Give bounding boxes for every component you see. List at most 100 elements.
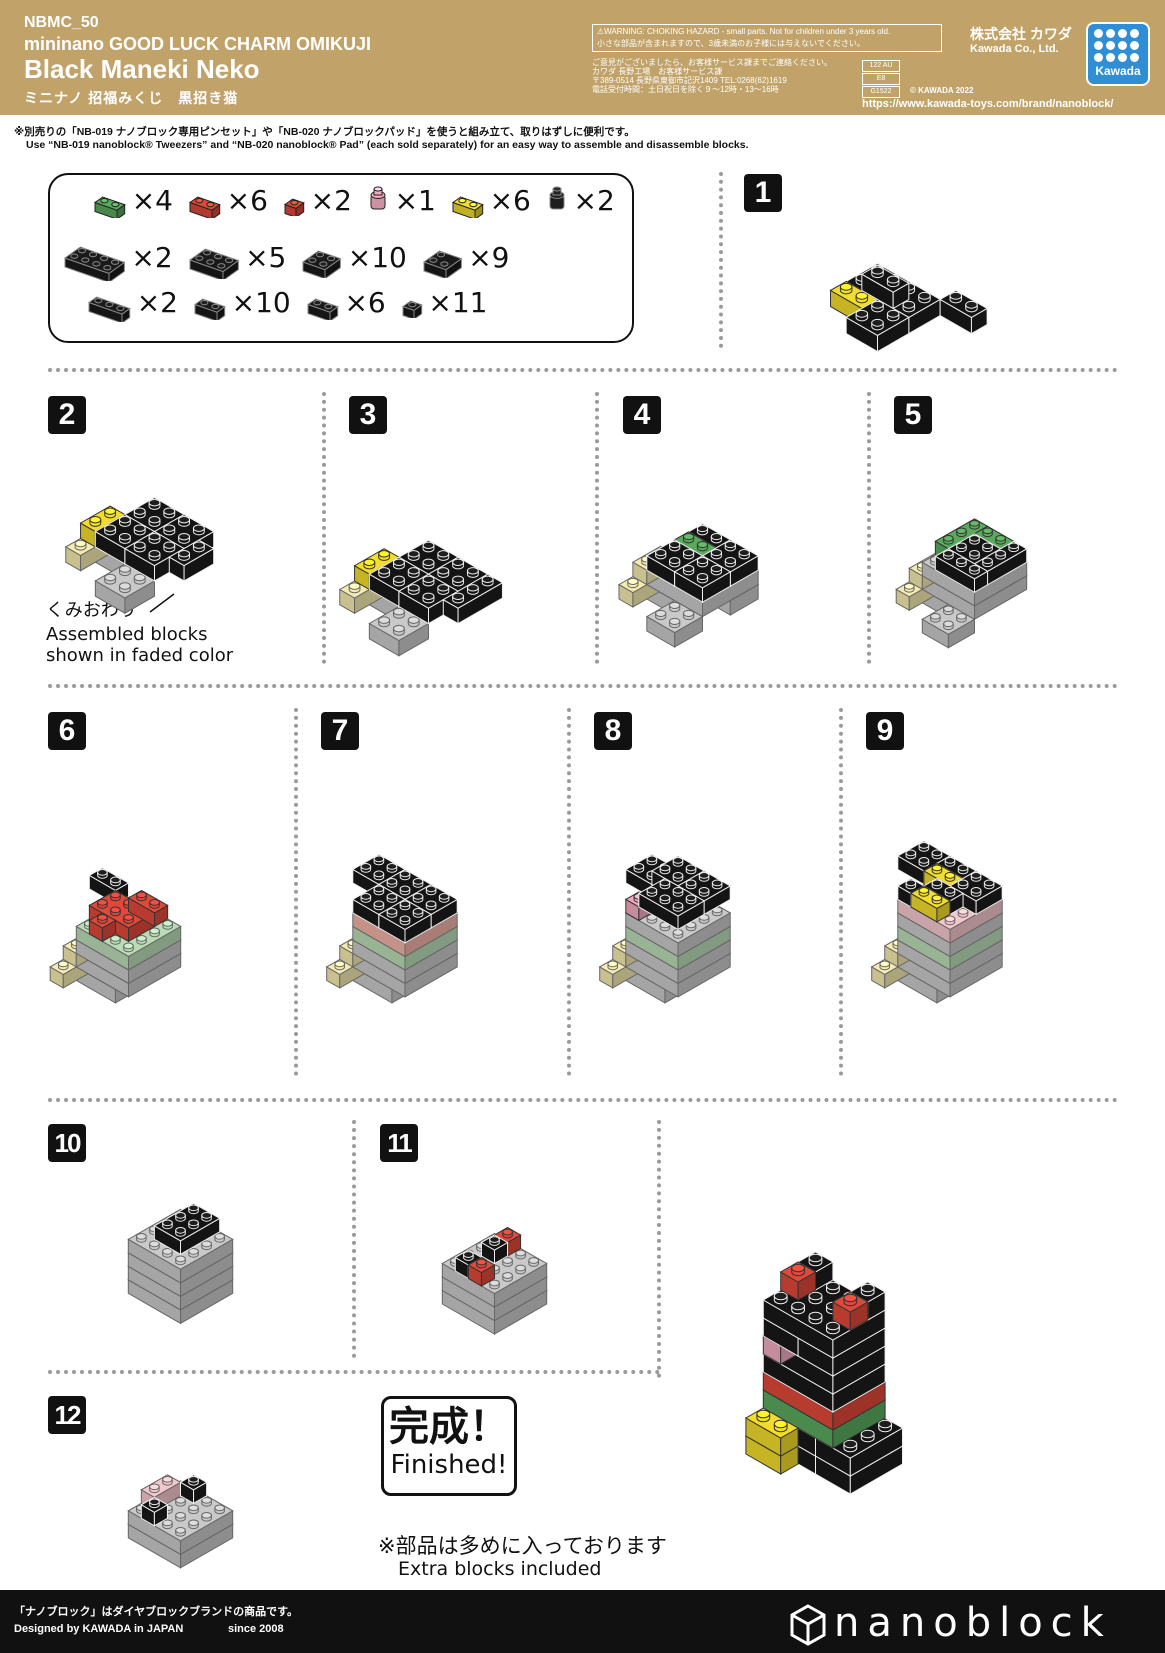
part-item: ×10: [192, 285, 291, 321]
product-title-jp: ミニナノ 招福みくじ 黒招き猫: [24, 90, 239, 106]
company-name-en: Kawada Co., Ltd.: [970, 43, 1059, 55]
brick: [779, 1261, 817, 1301]
faded-caption-en: Assembled blocks: [46, 624, 208, 645]
footer-band: [0, 1590, 1165, 1653]
part-item: ×2: [86, 283, 178, 323]
part-item: ×4: [92, 183, 173, 219]
step-number: 4: [623, 396, 661, 434]
part-count: ×4: [131, 184, 173, 218]
part-count: ×1: [394, 184, 436, 218]
brick: [939, 289, 989, 335]
divider: [839, 708, 843, 1076]
part-block-icon: [188, 248, 240, 280]
step-number: 1: [744, 174, 782, 212]
part-block-icon: [549, 186, 565, 210]
part-count: ×2: [310, 184, 352, 218]
part-block-icon: [306, 298, 339, 321]
parts-row: ×2×10×6×11: [86, 283, 502, 323]
brick: [140, 1496, 169, 1527]
step-number: 5: [894, 396, 932, 434]
part-count: ×5: [245, 240, 287, 274]
divider: [322, 392, 326, 664]
divider: [48, 1098, 1118, 1102]
part-item: ×10: [300, 237, 407, 278]
brick: [744, 1407, 800, 1457]
brick: [88, 912, 117, 943]
part-item: ×1: [366, 184, 436, 217]
brick: [168, 539, 215, 582]
step-11-illustration: [441, 1226, 548, 1335]
product-title: Black Maneki Neko: [24, 54, 260, 84]
extra-blocks-jp: ※部品は多めに入っております: [378, 1534, 667, 1558]
logo-dots-icon: [1094, 29, 1142, 62]
step-7-illustration: [325, 853, 459, 1004]
part-block-icon: [63, 246, 126, 282]
brick: [127, 889, 169, 928]
parts-list: ×4×6×2×1×6×2 ×2×5×10×9 ×2×10×6×11: [48, 173, 634, 343]
product-code: NBMC_50: [24, 14, 99, 31]
step-2-illustration: [64, 497, 215, 615]
choking-warning: ⚠WARNING: CHOKING HAZARD - small parts. …: [592, 24, 942, 52]
divider: [657, 1120, 661, 1378]
caption-leader-line: [149, 593, 175, 613]
step-number: 3: [349, 396, 387, 434]
step-number: 6: [48, 712, 86, 750]
part-count: ×6: [226, 184, 268, 218]
website-url: https://www.kawada-toys.com/brand/nanobl…: [862, 98, 1114, 110]
step-number: 11: [380, 1124, 418, 1162]
tools-note-jp: ※別売りの「NB-019 ナノブロック専用ピンセット」や「NB-020 ナノブロ…: [14, 126, 635, 138]
header-band: [0, 0, 1165, 115]
step-4-illustration: [617, 523, 760, 648]
divider: [48, 1370, 660, 1374]
faded-caption-en: shown in faded color: [46, 645, 234, 666]
finished-badge: 完成！ Finished!: [381, 1396, 517, 1496]
brick: [377, 898, 433, 944]
part-block-icon: [188, 196, 221, 219]
copyright: © KAWADA 2022: [910, 86, 974, 95]
part-count: ×10: [231, 286, 291, 320]
step-12-illustration: [127, 1474, 234, 1569]
part-block-icon: [302, 250, 342, 278]
part-count: ×10: [347, 240, 407, 274]
contact-line: カワダ 長野工場 お客様サービス課: [592, 67, 723, 76]
nanoblock-logo: nanoblock: [834, 1600, 1112, 1646]
part-block-icon: [87, 296, 131, 323]
part-item: ×2: [545, 184, 615, 217]
part-item: ×6: [187, 183, 268, 219]
part-count: ×6: [344, 286, 386, 320]
part-count: ×2: [131, 240, 173, 274]
step-number: 2: [48, 396, 86, 434]
part-item: ×5: [187, 235, 287, 280]
step-number: 7: [321, 712, 359, 750]
part-item: ×6: [450, 183, 531, 219]
contact-line: 電話受付時間：土日祝日を除く９〜12時・13〜16時: [592, 85, 779, 94]
step-5-illustration: [895, 518, 1028, 649]
part-count: ×2: [573, 184, 615, 218]
footer-since: since 2008: [228, 1623, 284, 1635]
part-count: ×9: [468, 240, 510, 274]
part-block-icon: [93, 196, 126, 219]
logo-text: Kawada: [1095, 64, 1141, 78]
part-block-icon: [370, 186, 386, 210]
part-block-icon: [193, 298, 226, 321]
brick: [673, 555, 732, 604]
footer-designed-by: Designed by KAWADA in JAPAN: [14, 1623, 184, 1635]
step-3-illustration: [338, 539, 504, 657]
part-item: ×6: [305, 285, 386, 321]
contact-line: 〒389-0514 長野県東御市記沢1409 TEL:0268(62)1619: [592, 76, 787, 85]
kawada-logo: Kawada: [1086, 22, 1150, 86]
step-10-illustration: [127, 1202, 234, 1325]
lot-code: G1522: [862, 86, 900, 98]
brick: [467, 1256, 496, 1287]
step-8-illustration: [598, 853, 732, 1004]
parts-row: ×2 ×5 ×10 ×9: [62, 233, 524, 282]
part-count: ×6: [489, 184, 531, 218]
contact-line: ご意見がございましたら、お客様サービス課までご連絡ください。: [592, 58, 832, 67]
part-block-icon: [451, 196, 484, 219]
brick: [442, 573, 504, 625]
part-block-icon: [283, 198, 305, 217]
brick: [860, 264, 910, 310]
divider: [48, 684, 1118, 688]
divider: [567, 708, 571, 1076]
nanoblock-cube-icon: [790, 1604, 826, 1646]
